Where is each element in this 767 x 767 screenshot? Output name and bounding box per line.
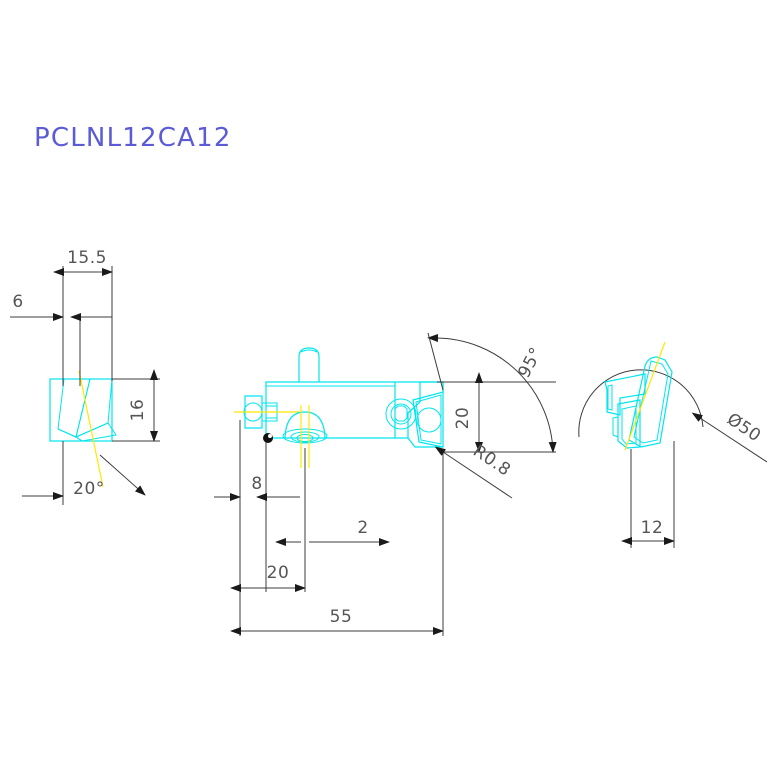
dim-8-label: 8 [251, 474, 262, 494]
dim-15-5-label: 15.5 [67, 248, 107, 268]
right-view-geometry [578, 341, 704, 451]
dim-55-label: 55 [330, 607, 353, 627]
dim-6-label: 6 [12, 292, 23, 312]
left-view-geometry [49, 370, 117, 488]
dim-20-degree-label: 20° [73, 479, 105, 499]
center-view-dimensions: 8 2 20 55 20 95° R0.8 [214, 332, 557, 636]
dim-diameter-50-label: Ø50 [723, 409, 764, 446]
dim-16-label: 16 [128, 399, 148, 422]
origin-dot [263, 433, 273, 443]
center-view-geometry [234, 347, 444, 468]
dim-12-label: 12 [641, 518, 664, 538]
dim-95-degree-label: 95° [514, 344, 547, 381]
right-view-dimensions: 12 Ø50 [621, 409, 767, 548]
dim-20-label: 20 [267, 563, 290, 583]
part-number-title: PCLNL12CA12 [34, 123, 232, 153]
dim-r08-label: R0.8 [469, 441, 514, 480]
dim-2-label: 2 [357, 518, 368, 538]
left-view-dimensions: 15.5 6 16 20° [10, 248, 160, 505]
dim-20-vertical-label: 20 [453, 407, 473, 430]
